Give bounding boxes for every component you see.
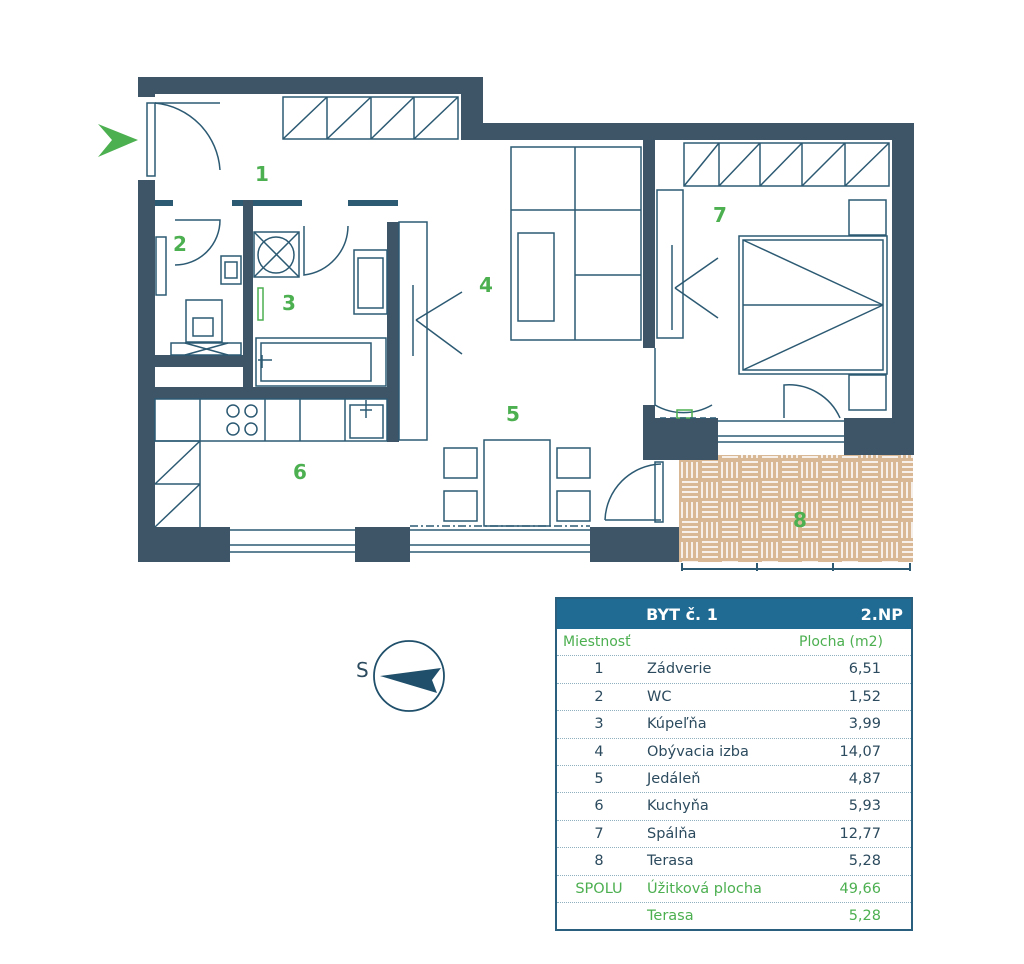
terrace-area [679,455,913,562]
entrance-door [146,102,221,177]
hall-wardrobe [282,96,459,140]
room-number: 8 [594,853,604,870]
room-area: 4,87 [848,770,881,787]
room-name: Jedáleň [647,770,701,787]
terrace-total-area: 5,28 [848,907,881,924]
compass-ring [373,640,445,712]
room-number: 5 [594,770,604,787]
walls [138,77,914,562]
table-header: BYT č. 1 2.NP [557,599,911,629]
apartment-title: BYT č. 1 [646,605,718,624]
room-area: 1,52 [848,688,881,705]
table-row: 4 Obývacia izba 14,07 [557,739,911,766]
room-number: 2 [594,688,604,705]
kitchen-fixtures [154,398,388,528]
room-name: Zádverie [647,661,712,678]
column-headers: Miestnosť Plocha (m2) [557,629,911,657]
room-name: Kuchyňa [647,798,709,815]
room-number: 1 [594,661,604,678]
room-area: 3,99 [848,716,881,733]
room-label: 5 [506,402,520,426]
total-row: SPOLU Úžitková plocha 49,66 [557,876,911,903]
table-row: 7 Spálňa 12,77 [557,821,911,849]
column-header-room: Miestnosť [563,634,631,650]
living-room-furniture [398,146,642,441]
room-area: 14,07 [839,743,881,760]
column-header-area: Plocha (m2) [799,634,883,650]
room-label: 4 [479,273,493,297]
room-name: Obývacia izba [647,743,749,760]
total-label: SPOLU [575,880,623,897]
wc-fixtures [155,219,242,356]
room-label: 8 [793,508,807,532]
room-label: 1 [255,162,269,186]
room-label: 7 [713,203,727,227]
room-number: 3 [594,716,604,733]
room-name: WC [647,688,672,705]
compass-label: S [356,658,369,682]
terrace-total-row: Terasa 5,28 [557,903,911,929]
room-area: 5,28 [848,853,881,870]
table-row: 5 Jedáleň 4,87 [557,766,911,794]
table-row: 3 Kúpeľňa 3,99 [557,711,911,739]
room-name: Spálňa [647,825,697,842]
total-name: Úžitková plocha [647,880,762,897]
room-area: 6,51 [848,661,881,678]
room-label: 2 [173,232,187,256]
room-labels: 1 2 3 4 5 6 7 8 [173,162,807,532]
compass: S [356,640,445,712]
room-number: 6 [594,798,604,815]
table-row: 1 Zádverie 6,51 [557,656,911,684]
room-label: 6 [293,460,307,484]
floor-label: 2.NP [860,605,903,624]
room-name: Kúpeľňa [647,716,707,733]
total-area: 49,66 [839,880,881,897]
entrance-arrow-icon [98,124,138,157]
room-label: 3 [282,291,296,315]
room-area: 12,77 [839,825,881,842]
room-name: Terasa [647,853,694,870]
table-row: 8 Terasa 5,28 [557,848,911,876]
table-row: 6 Kuchyňa 5,93 [557,793,911,821]
compass-arrow-icon [380,668,441,693]
room-number: 7 [594,825,604,842]
dining-furniture [410,439,664,527]
bedroom-furniture [654,142,890,419]
room-number: 4 [594,743,604,760]
terrace-total-name: Terasa [647,907,694,924]
bathroom-fixtures [253,225,388,387]
room-area-table: BYT č. 1 2.NP Miestnosť Plocha (m2) 1 Zád… [555,597,913,932]
table-row: 2 WC 1,52 [557,684,911,712]
room-area: 5,93 [848,798,881,815]
